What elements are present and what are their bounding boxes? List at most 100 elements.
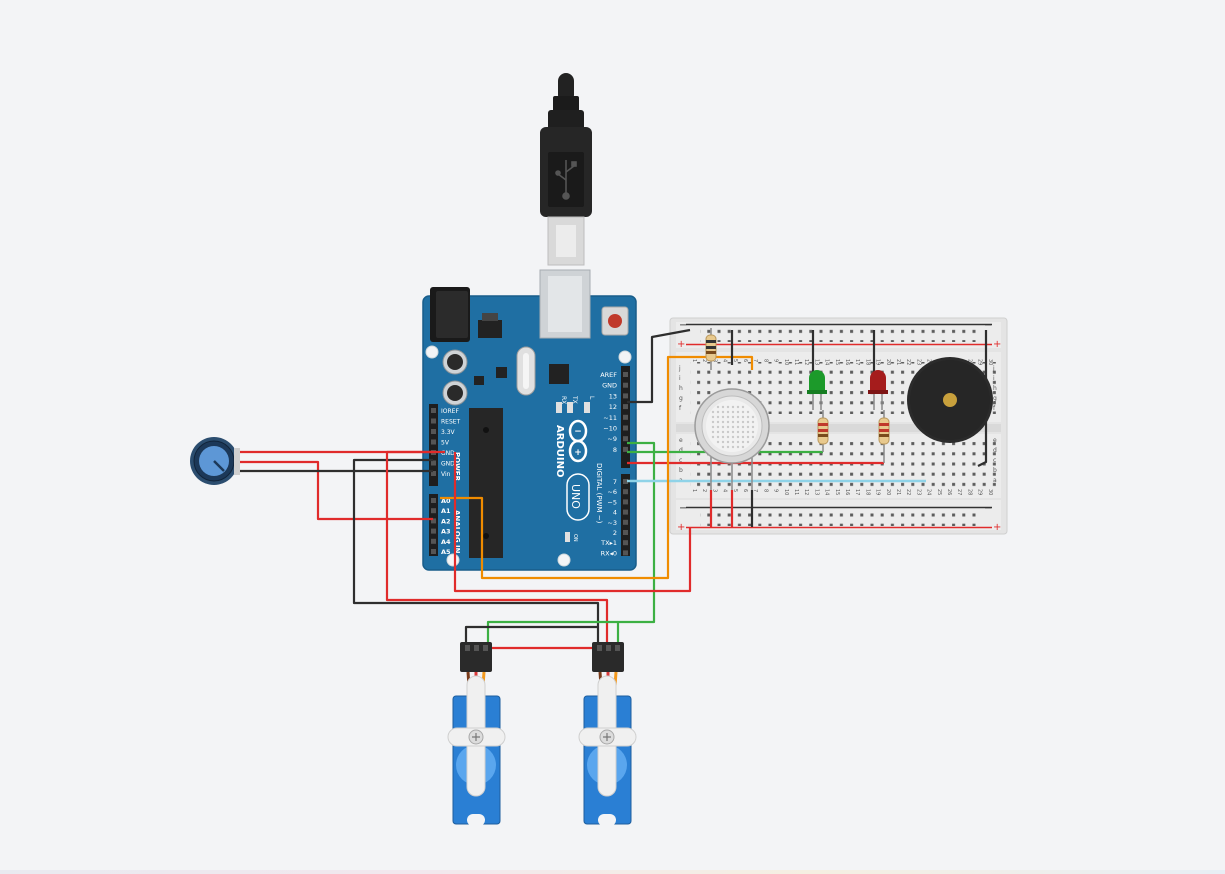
digital-pin[interactable] [623, 530, 628, 535]
resistor-green-led[interactable] [817, 410, 829, 452]
bottom-rail-holes[interactable] [700, 508, 980, 526]
analog-pin-label: A1 [441, 507, 451, 515]
mesh-dot [711, 410, 715, 414]
mesh-dot [731, 420, 735, 424]
digital-pin[interactable] [623, 519, 628, 525]
servo-1[interactable] [447, 642, 506, 826]
analog-header[interactable] [429, 494, 438, 556]
mesh-dot [716, 410, 720, 414]
column-number: 10 [783, 359, 789, 365]
digital-pin[interactable] [623, 479, 628, 484]
wire-servo1-signal[interactable] [486, 620, 618, 645]
mesh-dot [736, 445, 740, 449]
digital-pin-label: RX◂0 [601, 549, 617, 557]
analog-pin[interactable] [431, 538, 436, 544]
digital-pin[interactable] [623, 372, 628, 377]
digital-pin[interactable] [623, 393, 628, 399]
wire-servo1-gnd[interactable] [464, 625, 598, 645]
reset-button-cap[interactable] [608, 314, 622, 328]
column-number: 4 [722, 489, 728, 492]
column-number: 23 [915, 359, 921, 365]
column-number: 19 [875, 489, 881, 495]
row-letter-i: i [679, 375, 681, 382]
digital-pin-label: ~9 [607, 435, 617, 443]
digital-header-lower[interactable] [621, 474, 630, 556]
wire-5v-breadboard[interactable] [453, 452, 692, 593]
analog-pin-label: A5 [441, 548, 451, 556]
power-pin[interactable] [431, 460, 436, 466]
column-number: 10 [783, 489, 789, 495]
mesh-dot [721, 425, 725, 429]
column-number: 2 [701, 359, 707, 362]
power-pin[interactable] [431, 429, 436, 434]
led-green[interactable] [807, 370, 827, 410]
digital-header-label: DIGITAL (PWM ~) [595, 463, 603, 524]
piezo-buzzer[interactable] [907, 357, 993, 443]
mesh-dot [731, 445, 735, 449]
bottom-status-strip [0, 870, 1225, 874]
digital-pin-label: ~5 [607, 498, 617, 506]
potentiometer[interactable] [190, 437, 240, 485]
digital-pin[interactable] [623, 489, 628, 495]
power-header[interactable] [429, 404, 438, 486]
power-pin[interactable] [431, 471, 436, 476]
column-number: 8 [762, 489, 768, 492]
power-pin-label: RESET [441, 419, 461, 426]
servo-2[interactable] [578, 642, 637, 826]
analog-pin[interactable] [431, 508, 436, 514]
analog-pin[interactable] [431, 549, 436, 554]
top-rail-holes[interactable] [700, 326, 980, 342]
analog-pin[interactable] [431, 498, 436, 503]
digital-pin-label: GND [602, 382, 617, 390]
wire-gas-sensor-analog[interactable] [440, 355, 754, 580]
mesh-dot [711, 430, 715, 434]
row-letter-b: b [679, 467, 683, 474]
mesh-dot [731, 410, 735, 414]
wires[interactable] [237, 328, 988, 650]
digital-pin-label: AREF [600, 371, 617, 379]
column-number: 22 [905, 359, 911, 365]
digital-pin[interactable] [623, 404, 628, 410]
column-number: 21 [895, 359, 901, 365]
row-letter-c: c [679, 457, 682, 464]
wire-gnd-breadboard[interactable] [627, 328, 691, 404]
column-number: 13 [813, 359, 819, 365]
mesh-dot [721, 445, 725, 449]
servo-2-mount-hole [598, 814, 616, 826]
power-pin[interactable] [431, 439, 436, 445]
usb-cable[interactable] [540, 73, 592, 266]
digital-pin[interactable] [623, 509, 628, 515]
digital-pin[interactable] [623, 382, 628, 388]
analog-pin[interactable] [431, 518, 436, 524]
led-red[interactable] [868, 370, 888, 410]
digital-pin[interactable] [623, 446, 628, 452]
digital-pin[interactable] [623, 540, 628, 546]
arduino-uno-board[interactable]: RX TX L ARDUINO − + UNO DIGITAL (PWM ~) … [422, 269, 637, 571]
mesh-dot [731, 440, 735, 444]
digital-pin[interactable] [623, 425, 628, 431]
wire-servo-gnd[interactable] [352, 458, 600, 645]
rail-plus-label-right: + [993, 339, 1001, 350]
digital-pin[interactable] [623, 550, 628, 556]
column-number: 14 [824, 489, 830, 495]
wire-servo-5v[interactable] [385, 450, 609, 645]
row-letter-e-right: e [993, 437, 997, 444]
analog-pin[interactable] [431, 528, 436, 534]
power-pin[interactable] [431, 418, 436, 424]
jumper-black-buzzer[interactable] [977, 330, 988, 467]
resistor-top[interactable] [705, 328, 717, 370]
mounting-hole [557, 553, 571, 567]
power-pin[interactable] [431, 408, 436, 413]
digital-pin[interactable] [623, 499, 628, 505]
gas-sensor[interactable] [694, 388, 770, 490]
column-number: 26 [946, 489, 952, 495]
wire-servo2-signal[interactable] [616, 441, 656, 645]
resistor-red-led[interactable] [878, 410, 890, 463]
logo-minus: − [574, 427, 582, 437]
usb-symbol-icon [555, 160, 577, 200]
wire-pot-signal-a1[interactable] [237, 460, 433, 521]
digital-pin[interactable] [623, 436, 628, 442]
chip-dot [483, 533, 489, 539]
digital-pin[interactable] [623, 414, 628, 420]
